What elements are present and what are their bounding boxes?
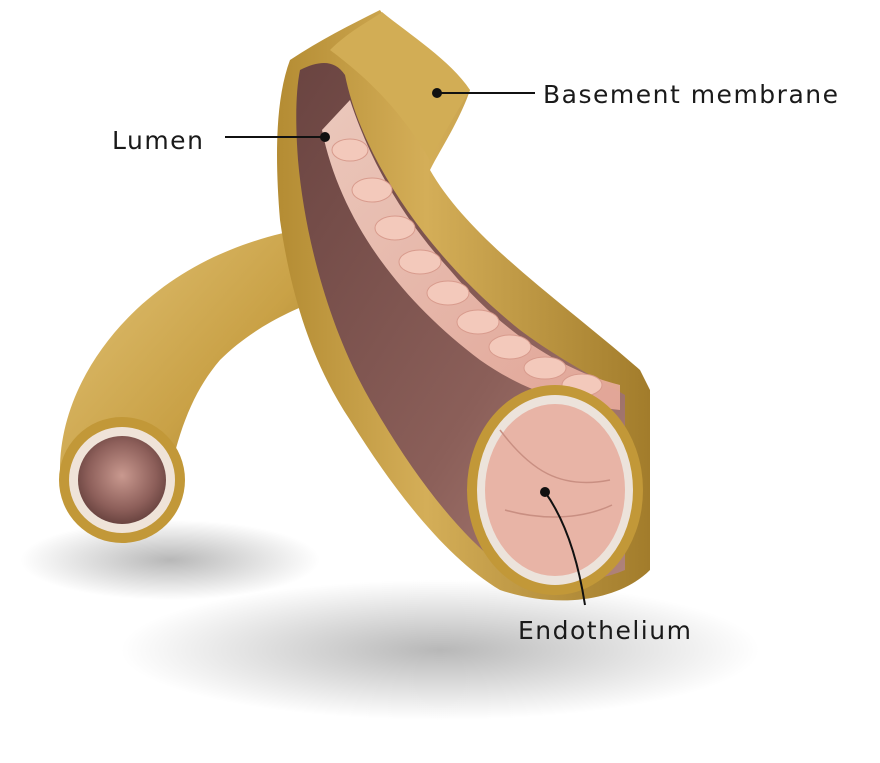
endothelium-dot <box>540 487 550 497</box>
lumen-dot <box>320 132 330 142</box>
left-opening-lumen <box>78 436 166 524</box>
lumen-label: Lumen <box>112 128 204 153</box>
basement-membrane-label: Basement membrane <box>543 82 839 107</box>
endothelium-label: Endothelium <box>518 618 692 643</box>
main-opening-lumen <box>485 404 625 576</box>
basement-membrane-dot <box>432 88 442 98</box>
floor-shadow <box>120 580 760 720</box>
branch-shadow <box>20 520 320 600</box>
